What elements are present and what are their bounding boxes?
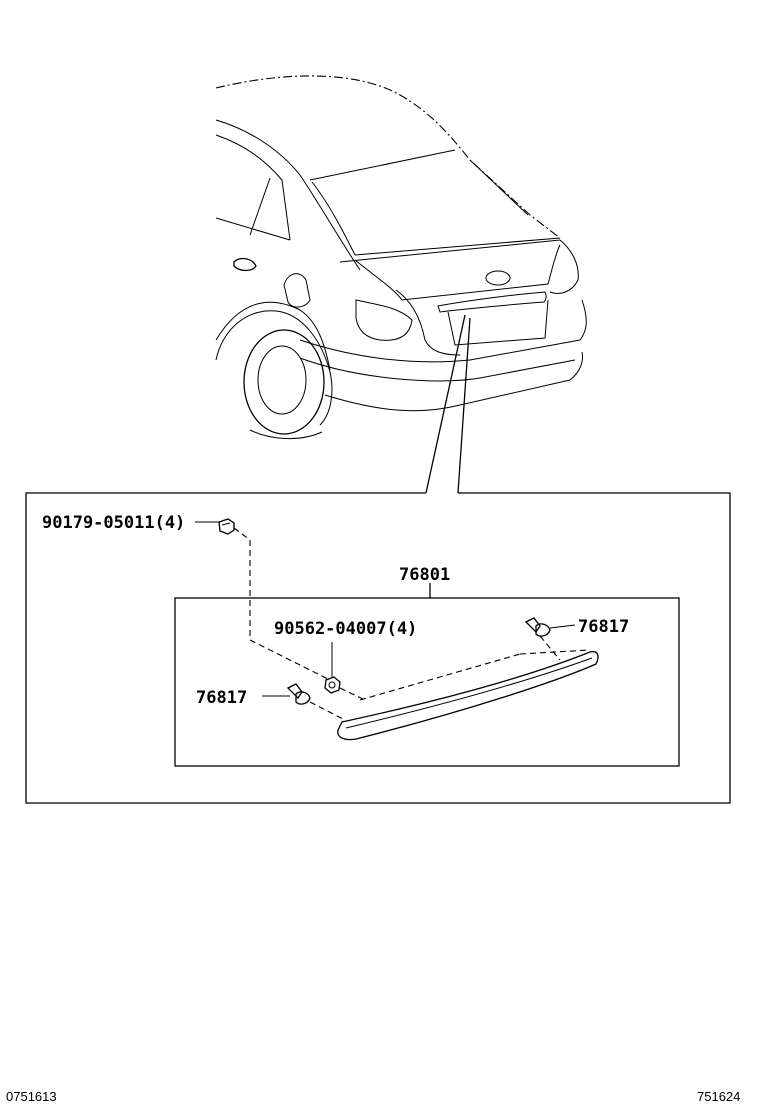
clip-left-part bbox=[262, 683, 346, 721]
assembly-box bbox=[174, 597, 680, 767]
clip-right-part bbox=[524, 617, 576, 661]
footer-left-code: 0751613 bbox=[6, 1089, 57, 1104]
detail-box bbox=[25, 492, 731, 804]
bolt-callout: 90179-05011(4) bbox=[42, 513, 185, 533]
nut-callout: 90562-04007(4) bbox=[274, 619, 417, 639]
car-rear-illustration bbox=[215, 75, 587, 494]
garnish-callout: 76801 bbox=[399, 565, 450, 585]
license-garnish-part bbox=[337, 649, 599, 741]
nut-part bbox=[324, 642, 366, 701]
footer-right-code: 751624 bbox=[697, 1089, 740, 1104]
bolt-part bbox=[195, 518, 331, 681]
clip-right-callout: 76817 bbox=[578, 617, 629, 637]
clip-left-callout: 76817 bbox=[196, 688, 247, 708]
